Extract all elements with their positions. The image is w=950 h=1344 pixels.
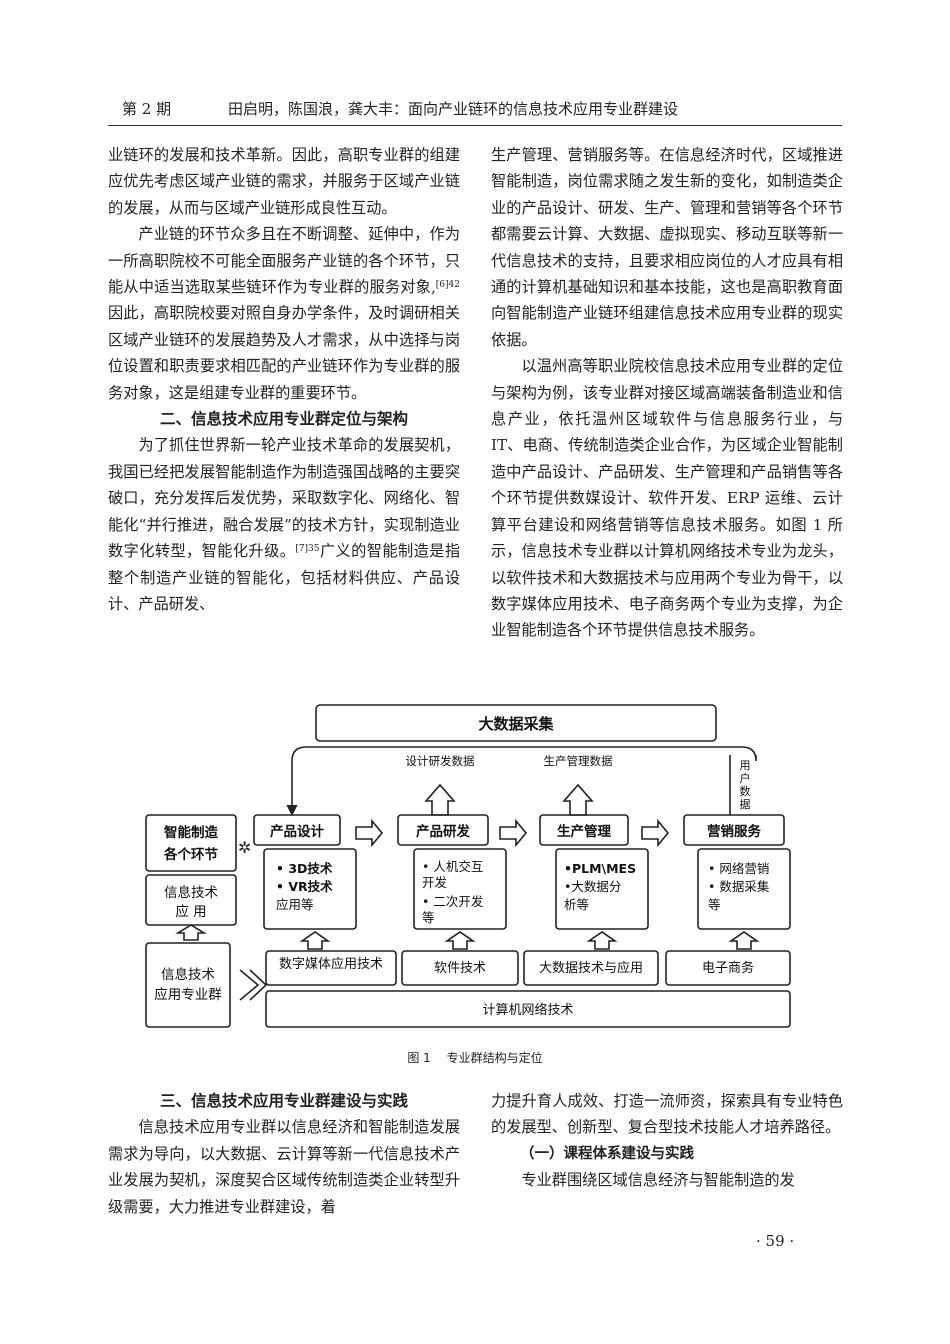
major-box	[523, 950, 659, 986]
stage-box	[539, 814, 629, 846]
major-label: 电子商务	[702, 960, 754, 976]
up-arrow	[728, 931, 760, 950]
stage-box	[397, 814, 489, 846]
stage-detail-box	[413, 848, 507, 930]
user-data-label: 用	[740, 759, 751, 772]
stage-detail: 等	[708, 897, 721, 912]
chevron-icon	[249, 969, 268, 1001]
left-box-label: 应用专业群	[154, 986, 222, 1003]
stage-detail: 开发	[422, 875, 448, 890]
section-heading: 二、信息技术应用专业群定位与架构	[159, 410, 408, 429]
stage-box	[253, 814, 341, 846]
big-data-box	[315, 704, 717, 742]
paragraph: 为了抓住世界新一轮产业技术革命的发展契机，我国已经把发展智能制造作为制造强国战略…	[108, 436, 460, 613]
user-data-label: 据	[740, 797, 751, 811]
stage-detail: • 二次开发	[422, 894, 484, 909]
stage-detail: •大数据分	[564, 879, 621, 894]
figure-caption: 图 1 专业群结构与定位	[0, 1049, 950, 1066]
paragraph: 专业群围绕区域信息经济与智能制造的发	[521, 1171, 795, 1190]
major-label: 软件技术	[434, 961, 486, 976]
right-arrow	[499, 818, 528, 848]
citation: [6]42	[435, 280, 460, 291]
left-box-label: 各个环节	[163, 846, 218, 863]
user-data-label: 数	[740, 785, 751, 798]
up-arrow	[299, 931, 331, 950]
left-box-label: 智能制造	[164, 824, 218, 841]
up-arrow	[175, 924, 207, 941]
left-column: 业链环的发展和技术革新。因此，高职专业群的组建应优先考虑区域产业链的需求，并服务…	[108, 142, 460, 617]
paragraph: 信息技术应用专业群以信息经济和智能制造发展需求为导向，以大数据、云计算等新一代信…	[108, 1118, 460, 1216]
header-rule	[108, 125, 842, 126]
left-box-label: 信息技术	[161, 966, 215, 983]
paragraph: 力提升育人成效、打造一流师资，探索具有专业特色的发展型、创新型、复合型技术技能人…	[491, 1092, 843, 1137]
stage-detail: • 人机交互	[422, 859, 483, 874]
left-box-smart-manufacturing	[145, 814, 237, 872]
major-box	[401, 950, 519, 986]
stage-detail: 等	[422, 910, 435, 925]
right-arrow	[641, 818, 670, 848]
paragraph: 生产管理、营销服务等。在信息经济时代，区域推进智能制造，岗位需求随之发生新的变化…	[491, 146, 843, 349]
stage-detail-box	[263, 848, 357, 930]
bottom-left-column: 三、信息技术应用专业群建设与实践 信息技术应用专业群以信息经济和智能制造发展需求…	[108, 1088, 460, 1220]
up-arrow	[562, 783, 594, 816]
major-box	[665, 950, 791, 986]
network-tech-label: 计算机网络技术	[482, 1002, 573, 1018]
subsection-heading: （一）课程体系建设与实践	[520, 1145, 694, 1162]
stage-detail: • 网络营销	[708, 861, 769, 876]
section-heading: 三、信息技术应用专业群建设与实践	[159, 1092, 408, 1110]
stage-detail: •PLM\MES	[564, 861, 636, 876]
stage-title: 产品研发	[416, 823, 470, 840]
page-number: · 59 ·	[756, 1232, 795, 1250]
paragraph: 产业链的环节众多且在不断调整、延伸中，作为一所高职院校不可能全面服务产业链的各个…	[108, 225, 460, 402]
flow-label: 生产管理数据	[544, 754, 613, 768]
up-arrow	[424, 783, 456, 816]
stage-box	[683, 814, 785, 846]
right-column: 生产管理、营销服务等。在信息经济时代，区域推进智能制造，岗位需求随之发生新的变化…	[491, 142, 843, 644]
paragraph: 以温州高等职业院校信息技术应用专业群的定位与架构为例，该专业群对接区域高端装备制…	[491, 357, 843, 640]
stage-title: 产品设计	[270, 823, 324, 840]
up-arrow	[586, 931, 618, 950]
stage-detail-box	[697, 848, 791, 930]
stage-detail: • VR技术	[276, 879, 333, 894]
citation: [7]35	[295, 544, 320, 555]
network-tech-box	[265, 990, 791, 1028]
left-box-label: 信息技术	[164, 884, 218, 901]
flow-label: 设计研发数据	[406, 754, 475, 768]
left-box-label: 应 用	[175, 903, 206, 920]
major-box	[265, 950, 397, 986]
stage-detail: • 3D技术	[276, 861, 333, 876]
major-label: 大数据技术与应用	[539, 960, 643, 976]
paragraph: 业链环的发展和技术革新。因此，高职专业群的组建应优先考虑区域产业链的需求，并服务…	[108, 146, 460, 217]
big-data-label: 大数据采集	[478, 715, 554, 733]
stage-title: 营销服务	[707, 823, 761, 840]
bottom-right-column: 力提升育人成效、打造一流师资，探索具有专业特色的发展型、创新型、复合型技术技能人…	[491, 1088, 843, 1194]
stage-detail-box	[555, 848, 649, 930]
chevron-icon	[239, 969, 260, 1001]
gear-icon: ✲	[238, 838, 251, 857]
stage-detail: • 数据采集	[708, 879, 770, 894]
left-box-it-program-group	[145, 942, 231, 1028]
feedback-arrow	[286, 746, 757, 817]
caption-text: 专业群结构与定位	[446, 1051, 543, 1065]
running-title: 田启明，陈国浪，龚大丰：面向产业链环的信息技术应用专业群建设	[228, 100, 679, 118]
running-header: 第 2 期 田启明，陈国浪，龚大丰：面向产业链环的信息技术应用专业群建设	[108, 98, 842, 126]
issue-number: 第 2 期	[122, 100, 172, 118]
stage-title: 生产管理	[557, 823, 611, 840]
up-arrow	[444, 931, 476, 950]
major-label: 数字媒体应用技术	[279, 956, 383, 972]
stage-detail: 析等	[564, 897, 589, 912]
right-arrow	[355, 818, 384, 848]
user-data-label: 户	[740, 771, 751, 785]
figure-diagram: ✲ 大数据采集 设计研发数据 生产管理数据 用 户 数 据 智能制造 各个环节 …	[145, 704, 791, 1028]
caption-number: 图 1	[407, 1051, 431, 1065]
stage-detail: 应用等	[276, 897, 314, 912]
